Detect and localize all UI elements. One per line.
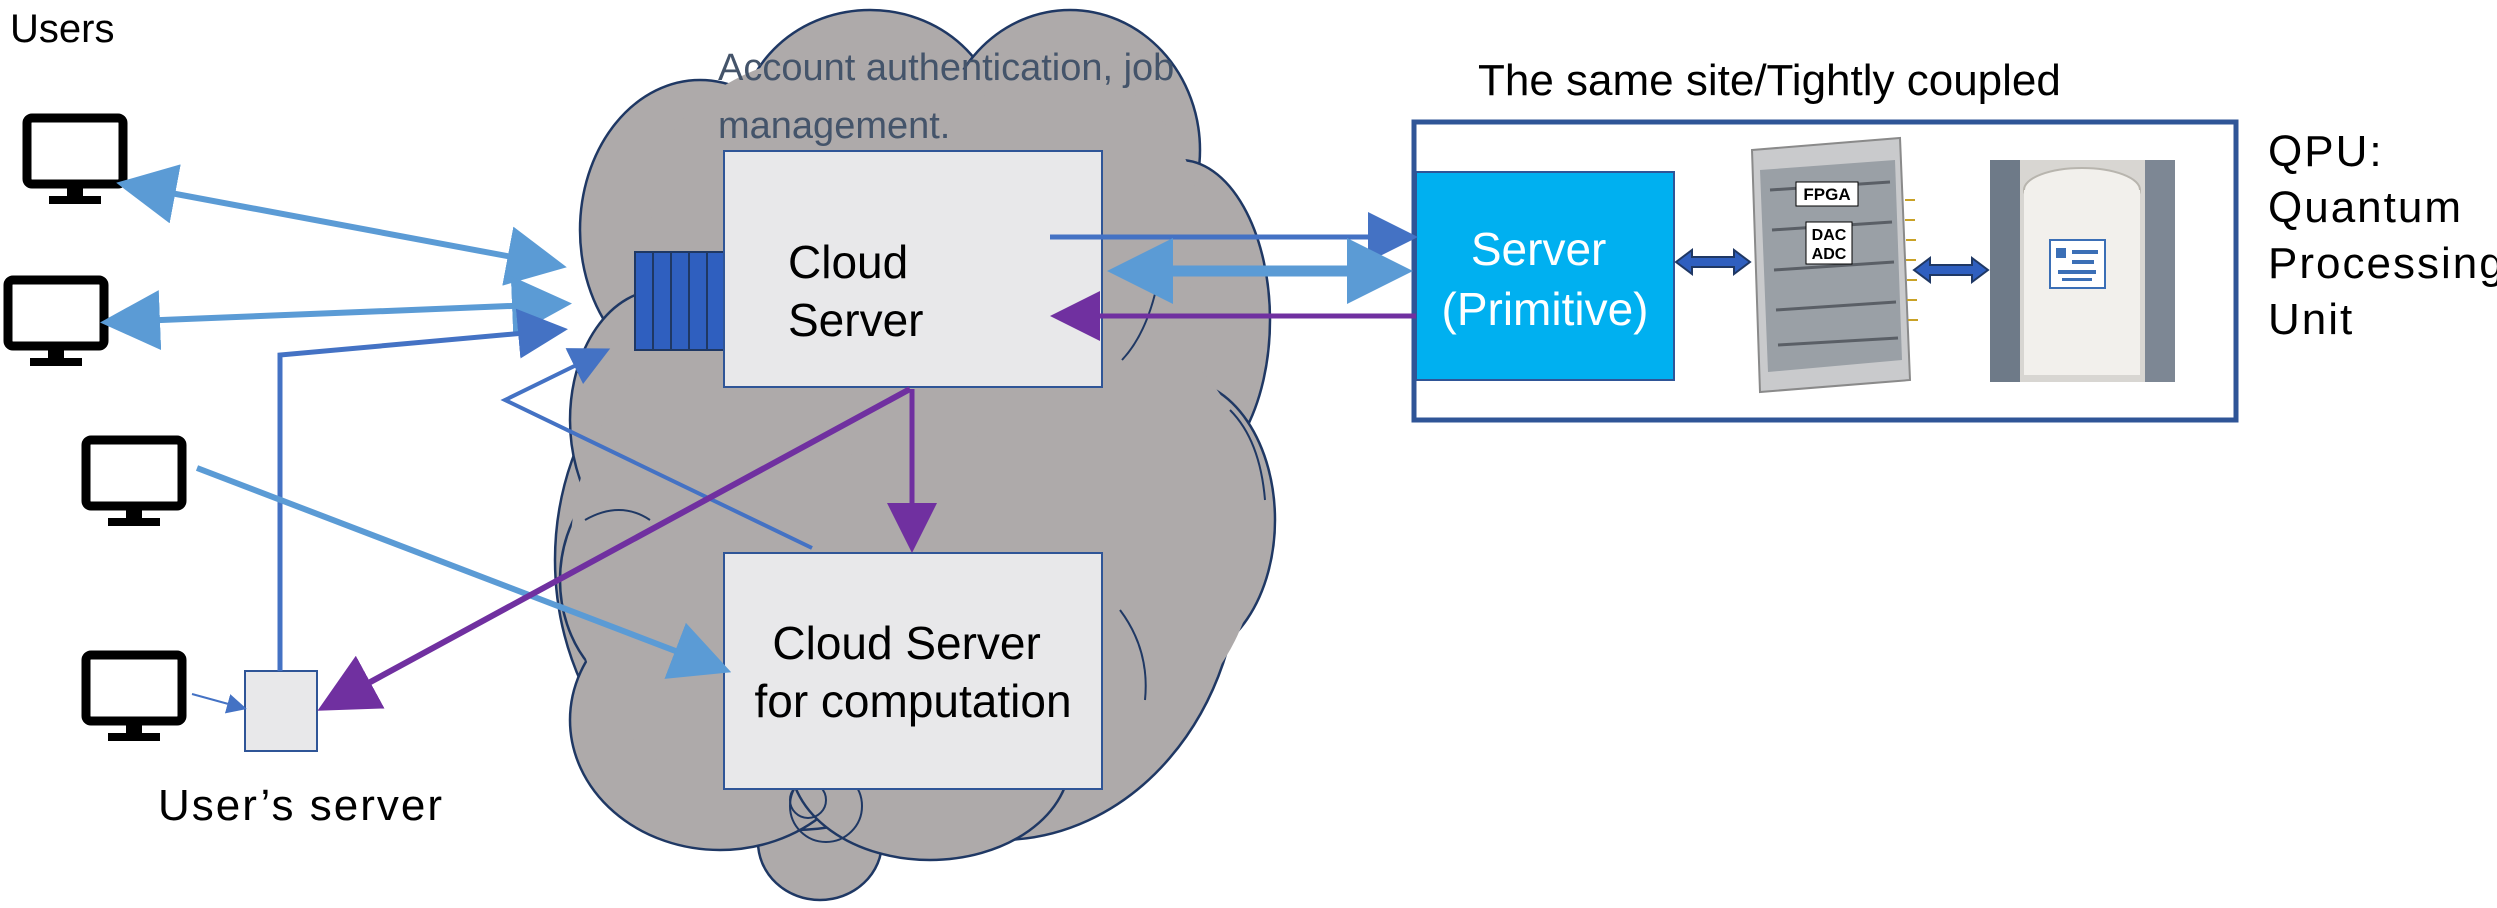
qpu-label: QPU: Quantum Processing Unit	[2268, 127, 2497, 344]
site-title-label: The same site/Tightly coupled	[1478, 56, 2061, 105]
cloud-server-line1: Cloud	[788, 236, 908, 288]
arrow-user3-compute	[195, 465, 732, 679]
compute-server-label: Cloud Server for computation	[754, 617, 1071, 727]
arrow-cloud-to-users-server	[317, 386, 912, 711]
qpu-line1: QPU:	[2268, 127, 2384, 176]
arrow-electronics-qpu	[1912, 256, 1990, 284]
qpu-line2: Quantum	[2268, 183, 2463, 232]
compute-server-box: Cloud Server for computation	[723, 552, 1103, 790]
monitor-icon	[22, 113, 128, 204]
compute-server-line1: Cloud Server	[772, 617, 1040, 669]
dac-label: DAC	[1812, 227, 1847, 244]
fpga-label: FPGA	[1803, 185, 1850, 204]
tightly-coupled-frame	[1411, 119, 2239, 423]
cloud-note-text: Account authentication, job	[718, 47, 1174, 89]
users-server-label: User’s server	[158, 781, 444, 830]
qpu-line3: Processing	[2268, 239, 2497, 288]
primitive-server-line1: Server	[1471, 223, 1606, 275]
cloud-note-label: Account authentication, job management.	[718, 47, 1185, 147]
qpu-line4: Unit	[2268, 295, 2354, 344]
users-label: Users	[10, 7, 114, 51]
compute-server-line2: for computation	[754, 675, 1071, 727]
arrow-user1-cloud	[116, 164, 567, 286]
monitor-icon	[81, 435, 187, 526]
hardware-links	[1674, 248, 1990, 284]
quantum-processor-image	[1990, 160, 2175, 382]
cloud-note-text-line2: management.	[718, 105, 950, 147]
cloud-server-line2: Server	[788, 294, 923, 346]
arrow-user2-cloud	[100, 275, 572, 351]
monitor-icon	[3, 275, 109, 366]
user-computers	[3, 113, 187, 741]
primitive-server-label: Server (Primitive)	[1442, 223, 1649, 335]
arrow-users-server-up	[277, 308, 568, 671]
cloud-server-box: Cloud Server	[723, 150, 1103, 388]
primitive-server-line2: (Primitive)	[1442, 283, 1649, 335]
cloud-server-label: Cloud Server	[788, 236, 923, 346]
users-server-box	[244, 670, 318, 752]
job-queue-icon	[634, 251, 726, 351]
arrow-primitive-electronics	[1674, 248, 1752, 276]
adc-label: ADC	[1812, 246, 1847, 263]
arrows	[100, 164, 1418, 714]
monitor-icon	[81, 650, 187, 741]
primitive-server-box: Server (Primitive)	[1415, 171, 1675, 381]
control-electronics-image: FPGA DAC ADC	[1750, 136, 1918, 394]
arrow-user4-server	[191, 693, 247, 714]
